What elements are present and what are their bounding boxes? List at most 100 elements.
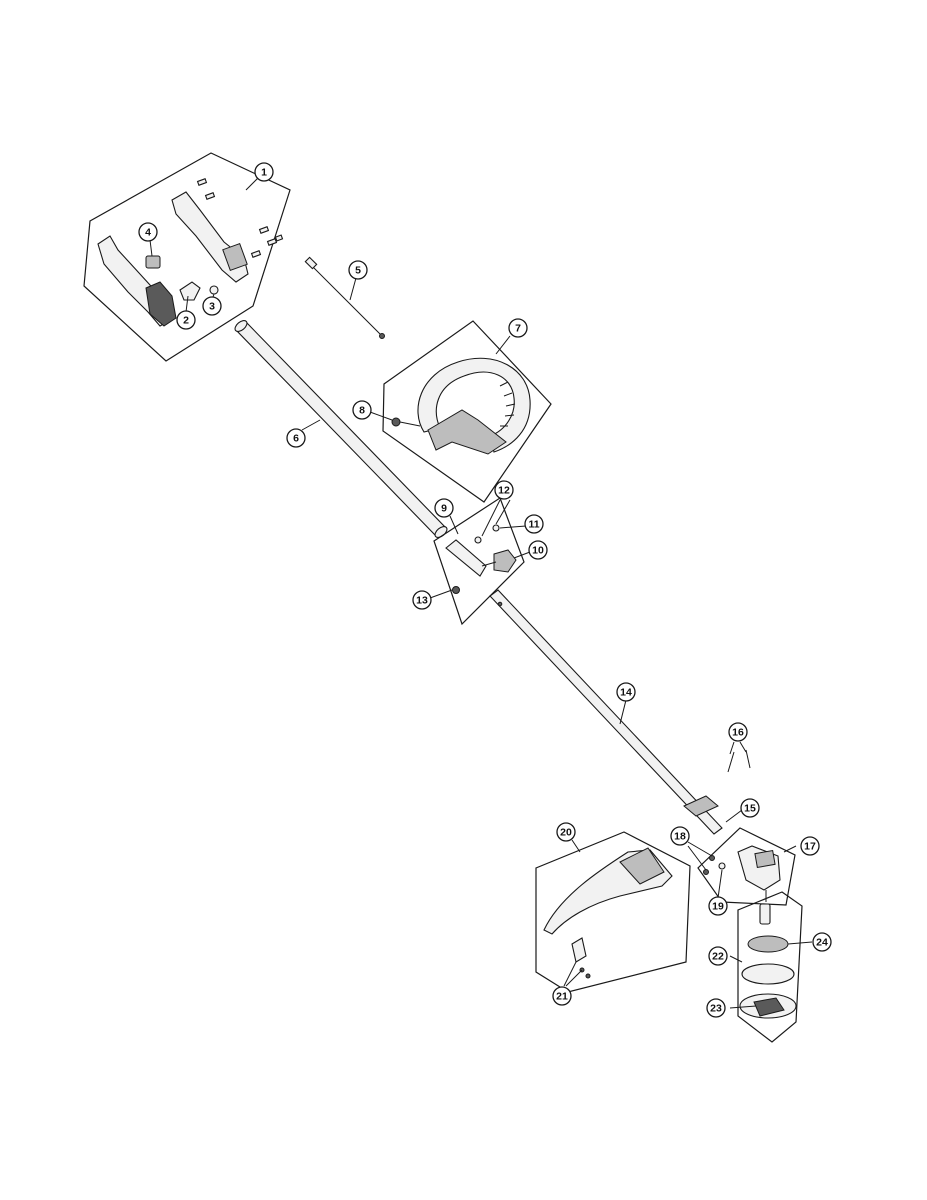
assist-handle-grip-ribs <box>499 381 516 427</box>
callout-circle <box>670 826 690 846</box>
assist-handle-kit <box>382 320 552 503</box>
coupler-knob <box>493 549 517 573</box>
kit-outline-7 <box>382 320 552 503</box>
callout-circle <box>812 932 832 952</box>
callout-1: 1 <box>254 162 274 182</box>
callout-20: 20 <box>556 822 576 842</box>
callout-13: 13 <box>412 590 432 610</box>
callout-circle <box>528 540 548 560</box>
guard-blade-bracket <box>571 937 587 963</box>
callout-circle <box>508 318 528 338</box>
callout-number: 17 <box>804 841 816 853</box>
callout-circle <box>524 514 544 534</box>
callout-2: 2 <box>176 310 196 330</box>
callout-circle <box>348 260 368 280</box>
callout-11: 11 <box>524 514 544 534</box>
handle-housing-kit <box>83 152 291 362</box>
guard-mount <box>619 847 665 885</box>
callout-number: 21 <box>556 991 568 1003</box>
gear-head-kit <box>697 827 796 906</box>
callout-number: 11 <box>528 519 539 531</box>
coupler-body <box>445 539 487 577</box>
callout-number: 23 <box>710 1003 722 1015</box>
kit-outline-1 <box>83 152 291 362</box>
callout-number: 15 <box>744 803 756 815</box>
callout-number: 9 <box>441 503 447 515</box>
callout-22: 22 <box>708 946 728 966</box>
coupler-pin-12 <box>474 536 482 544</box>
upper-shaft <box>234 320 448 538</box>
callout-number: 13 <box>416 595 428 607</box>
callout-number: 16 <box>732 727 744 739</box>
callout-number: 6 <box>293 433 299 445</box>
callout-number: 3 <box>209 301 215 313</box>
callout-7: 7 <box>508 318 528 338</box>
callout-circle <box>728 722 748 742</box>
head-bolts <box>727 749 751 773</box>
callout-10: 10 <box>528 540 548 560</box>
callout-8: 8 <box>352 400 372 420</box>
coupler-nut-13 <box>452 586 460 594</box>
callout-circle <box>202 296 222 316</box>
callout-circle <box>708 946 728 966</box>
callout-18: 18 <box>670 826 690 846</box>
callout-number: 2 <box>183 315 189 327</box>
callout-circle <box>138 222 158 242</box>
trimmer-head-kit <box>737 891 803 1043</box>
handle-trigger-block <box>222 242 248 272</box>
callout-number: 1 <box>261 167 267 179</box>
callout-6: 6 <box>286 428 306 448</box>
callout-24: 24 <box>812 932 832 952</box>
spool-cap-24 <box>747 935 789 953</box>
callout-14: 14 <box>616 682 636 702</box>
callout-23: 23 <box>706 998 726 1018</box>
callout-circle <box>494 480 514 500</box>
callout-17: 17 <box>800 836 820 856</box>
callout-3: 3 <box>202 296 222 316</box>
callout-19: 19 <box>708 896 728 916</box>
callout-number: 18 <box>674 831 686 843</box>
kit-outline-9 <box>433 497 525 626</box>
callout-number: 14 <box>620 687 632 699</box>
callout-12: 12 <box>494 480 514 500</box>
leader-lines <box>149 177 813 1009</box>
callout-circle <box>706 998 726 1018</box>
callout-number: 5 <box>355 265 361 277</box>
callout-circle <box>556 822 576 842</box>
callout-circle <box>176 310 196 330</box>
trigger-spring <box>209 285 219 295</box>
callout-number: 19 <box>712 901 724 913</box>
gear-head-washer-19 <box>718 862 726 870</box>
callout-number: 4 <box>145 227 151 239</box>
callout-number: 22 <box>712 951 724 963</box>
coupler-nut-11 <box>492 524 500 532</box>
bump-knob-23 <box>753 997 785 1017</box>
kit-outline-22 <box>737 891 803 1043</box>
callout-number: 7 <box>515 323 521 335</box>
callout-circle <box>412 590 432 610</box>
callout-circle <box>352 400 372 420</box>
callout-circle <box>254 162 274 182</box>
callout-circle <box>740 798 760 818</box>
callout-circle <box>434 498 454 518</box>
shaft-coupler-kit <box>433 497 525 626</box>
throttle-trigger <box>179 281 201 301</box>
spool-shaft-adapter <box>759 903 771 925</box>
callout-number: 12 <box>498 485 510 497</box>
callout-number: 8 <box>359 405 365 417</box>
callout-5: 5 <box>348 260 368 280</box>
callout-9: 9 <box>434 498 454 518</box>
lockout-switch <box>145 255 161 269</box>
debris-guard-kit <box>535 831 691 993</box>
callout-number: 24 <box>816 937 828 949</box>
housing-screws <box>196 178 284 258</box>
throttle-cable <box>304 256 385 339</box>
lower-shaft <box>489 589 723 835</box>
callout-15: 15 <box>740 798 760 818</box>
callout-16: 16 <box>728 722 748 742</box>
callout-circle <box>616 682 636 702</box>
spool-25 <box>741 963 795 985</box>
callout-21: 21 <box>552 986 572 1006</box>
